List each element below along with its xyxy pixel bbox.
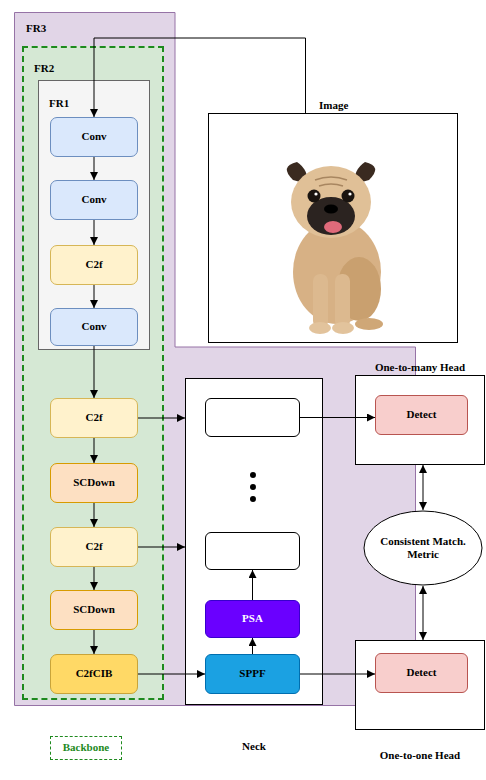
dog-head — [291, 166, 371, 238]
eye-glint — [314, 192, 317, 195]
connector — [94, 503, 95, 527]
block-label: Conv — [81, 320, 106, 333]
block-label: Conv — [81, 193, 106, 206]
connector — [252, 570, 253, 600]
ellipsis-dot — [250, 484, 256, 490]
connector — [300, 674, 375, 675]
dog-paw — [309, 322, 331, 334]
dog-body — [293, 220, 381, 324]
conv-block: Conv — [50, 180, 138, 220]
block-label: Consistent Match. Metric — [373, 535, 473, 561]
sppf-block: SPPF — [205, 654, 300, 694]
connector — [94, 438, 95, 463]
c2f-block: C2f — [50, 527, 138, 567]
dog-ear — [355, 162, 375, 184]
connector — [94, 630, 95, 654]
scdown-block: SCDown — [50, 590, 138, 630]
connector — [138, 418, 185, 419]
heading-wrap: Image — [319, 95, 348, 113]
metric-ellipse: Consistent Match. Metric — [363, 510, 483, 586]
dog-ear — [287, 162, 307, 184]
block-label: SCDown — [73, 476, 115, 489]
dog-muzzle — [307, 197, 355, 235]
block-label: PSA — [242, 612, 263, 625]
heading-wrap: One-to-many Head — [356, 357, 484, 375]
fr2-region: FR2FR1ConvConvC2fConvC2fSCDownC2fSCDownC… — [22, 46, 164, 700]
photo-ground — [209, 114, 457, 342]
dog-tongue — [324, 221, 342, 233]
image-frame: Image — [208, 113, 458, 343]
block-label: C2f — [85, 258, 102, 271]
connector — [300, 417, 375, 418]
eye-glint — [348, 192, 351, 195]
ellipsis-dot — [250, 496, 256, 502]
c2f-block: C2f — [50, 398, 138, 438]
dog-leg — [335, 274, 350, 328]
heading-label: Neck — [242, 740, 266, 752]
dog-haunch — [337, 257, 381, 321]
block-label: C2f — [85, 540, 102, 553]
connector — [94, 346, 95, 398]
c2fcib-block: C2fCIB — [50, 654, 138, 694]
heading-label: One-to-one Head — [380, 749, 460, 761]
dog-eye — [342, 190, 355, 203]
region-label: FR1 — [49, 97, 69, 110]
block-label: Detect — [407, 408, 437, 421]
head-panel: One-to-many HeadDetect — [355, 375, 485, 465]
heading-label: One-to-many Head — [375, 361, 465, 373]
backbone-tag: Backbone — [50, 736, 122, 760]
dog-paw — [355, 318, 383, 330]
block-label: C2fCIB — [76, 667, 113, 680]
heading-wrap: One-to-one Head — [356, 745, 484, 763]
scdown-block: SCDown — [50, 463, 138, 503]
connector — [252, 638, 253, 654]
neck-panel: NeckPSASPPF — [185, 378, 323, 705]
block-label: SCDown — [73, 603, 115, 616]
fr1-region: FR1ConvConvC2fConv — [38, 80, 150, 350]
dog-nose — [324, 205, 338, 214]
connector — [94, 220, 95, 245]
detect-block: Detect — [375, 395, 468, 435]
dog-wrinkle — [315, 177, 347, 186]
dog-leg — [313, 274, 328, 328]
c2f-block: C2f — [50, 245, 138, 285]
conv-block: Conv — [50, 308, 138, 346]
region-label: FR3 — [26, 22, 46, 35]
connector — [94, 38, 306, 117]
feature-box — [205, 398, 300, 437]
region-label: FR2 — [34, 62, 54, 75]
connector — [138, 674, 205, 675]
connector — [94, 285, 95, 308]
feature-box — [205, 532, 300, 570]
connector — [94, 567, 95, 590]
ellipsis-dot — [250, 472, 256, 478]
heading-wrap: Neck — [186, 736, 322, 754]
block-label: Conv — [81, 130, 106, 143]
connector — [138, 547, 185, 548]
detect-block: Detect — [375, 653, 468, 693]
dog-eye — [308, 190, 321, 203]
block-label: SPPF — [239, 667, 265, 680]
ellipse-shape — [364, 511, 482, 585]
fr3-region: FR3FR2FR1ConvConvC2fConvC2fSCDownC2fSCDo… — [14, 12, 416, 706]
connector — [423, 465, 424, 510]
block-label: Detect — [407, 666, 437, 679]
dog-paw — [332, 322, 354, 334]
connector — [423, 586, 424, 640]
pug-photo — [209, 114, 457, 342]
psa-block: PSA — [205, 600, 300, 638]
block-label: C2f — [85, 411, 102, 424]
fr3-shape — [15, 13, 416, 706]
head-panel: One-to-one HeadDetect — [355, 640, 485, 730]
connector — [94, 157, 95, 180]
conv-block: Conv — [50, 117, 138, 157]
heading-label: Image — [319, 99, 348, 111]
block-label: Backbone — [63, 741, 109, 754]
